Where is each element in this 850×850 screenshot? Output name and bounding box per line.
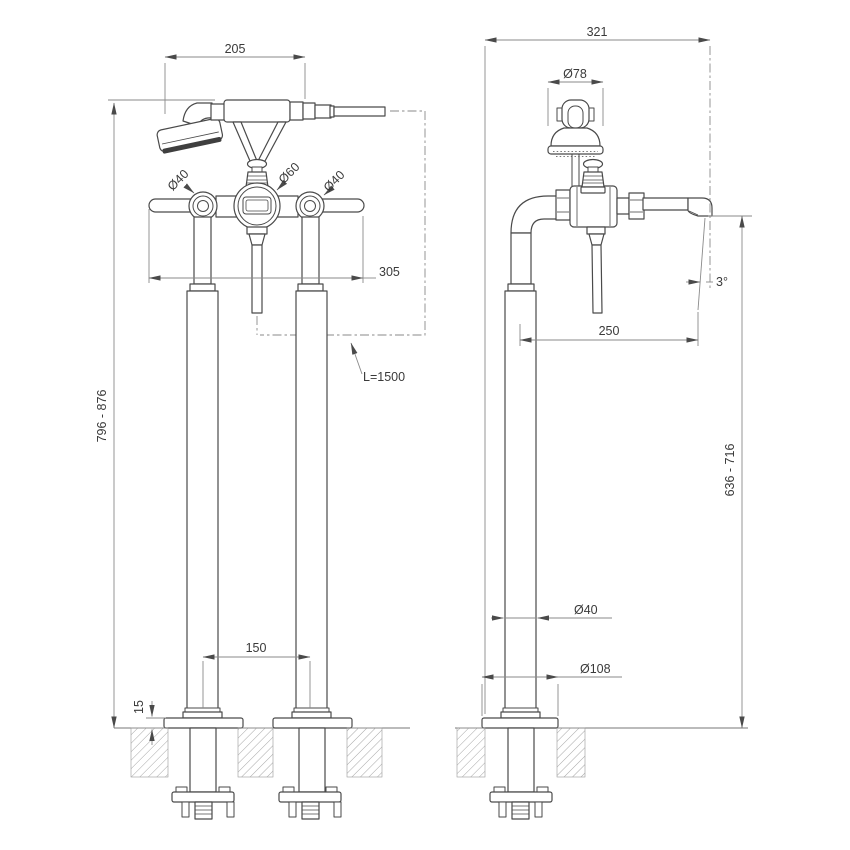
dim-base-plate-dia: Ø108	[481, 662, 622, 716]
handshower-bracket-side	[556, 99, 595, 129]
leg-left	[163, 216, 244, 729]
floor-hatch	[346, 727, 383, 778]
dim-label: Ø78	[563, 67, 587, 81]
handle-hub-right	[295, 191, 325, 221]
dim-total-depth: 321	[484, 25, 711, 714]
dim-front-top-width: 205	[164, 42, 306, 114]
handshower-grip	[210, 99, 386, 123]
dim-spout-angle: 3°	[686, 275, 728, 289]
dim-pipe-spacing: 150	[202, 641, 311, 708]
fixing-kit-side	[489, 727, 553, 820]
dim-label: 205	[225, 42, 246, 56]
shower-head-side	[547, 127, 604, 157]
floor-hatch	[237, 727, 274, 778]
dim-label: 321	[587, 25, 608, 39]
handshower-front	[156, 102, 224, 154]
dim-label: Ø60	[276, 160, 303, 187]
front-view	[114, 99, 426, 820]
dim-left-handle-dia: Ø40	[165, 167, 195, 194]
floor-hatch	[130, 727, 169, 778]
hose-path	[256, 110, 426, 336]
dim-hose-length: L=1500	[350, 342, 405, 384]
leg-right	[272, 216, 353, 729]
dim-right-handle-dia: Ø40	[321, 168, 348, 196]
cradle-bracket	[232, 121, 287, 162]
dim-label: L=1500	[363, 370, 405, 384]
dim-label: Ø40	[321, 168, 348, 195]
riser-pipe-side	[481, 195, 559, 729]
spout-side	[616, 192, 713, 220]
dimensions-side: 321 Ø78 636 - 716 3° 250	[481, 25, 752, 729]
diverter-knob-side	[580, 158, 606, 194]
dim-label: Ø40	[165, 167, 192, 194]
hose-outlet-side	[586, 226, 606, 314]
dim-label: 796 - 876	[95, 390, 109, 443]
fixing-kit-right	[278, 727, 342, 820]
dim-label: Ø40	[574, 603, 598, 617]
floor-hatch	[556, 727, 586, 778]
water-stream-line	[697, 217, 706, 311]
dim-diverter-dia: Ø60	[276, 160, 303, 191]
dim-label: 305	[379, 265, 400, 279]
dim-pipe-dia: Ø40	[491, 603, 612, 621]
hose-outlet-front	[246, 226, 268, 314]
dim-base-plate-height: 15	[132, 700, 166, 745]
dim-label: 250	[599, 324, 620, 338]
dim-label: Ø108	[580, 662, 611, 676]
side-view	[455, 99, 748, 820]
diverter-body-front	[233, 182, 281, 230]
dim-spout-reach: 250	[519, 312, 699, 346]
dim-spout-height: 636 - 716	[708, 215, 752, 729]
valve-body-side	[555, 185, 618, 228]
fixing-kit-left	[171, 727, 235, 820]
handshower-handle-side	[571, 152, 580, 192]
dim-label: 150	[246, 641, 267, 655]
dim-shower-head-dia: Ø78	[547, 67, 604, 126]
floor-hatch	[456, 727, 486, 778]
dim-label: 636 - 716	[723, 444, 737, 497]
dim-label: 3°	[716, 275, 728, 289]
dim-front-total-height: 796 - 876	[95, 102, 117, 729]
dim-label: 15	[132, 700, 146, 714]
dim-handle-span: 305	[148, 209, 400, 283]
handle-hub-left	[188, 191, 218, 221]
